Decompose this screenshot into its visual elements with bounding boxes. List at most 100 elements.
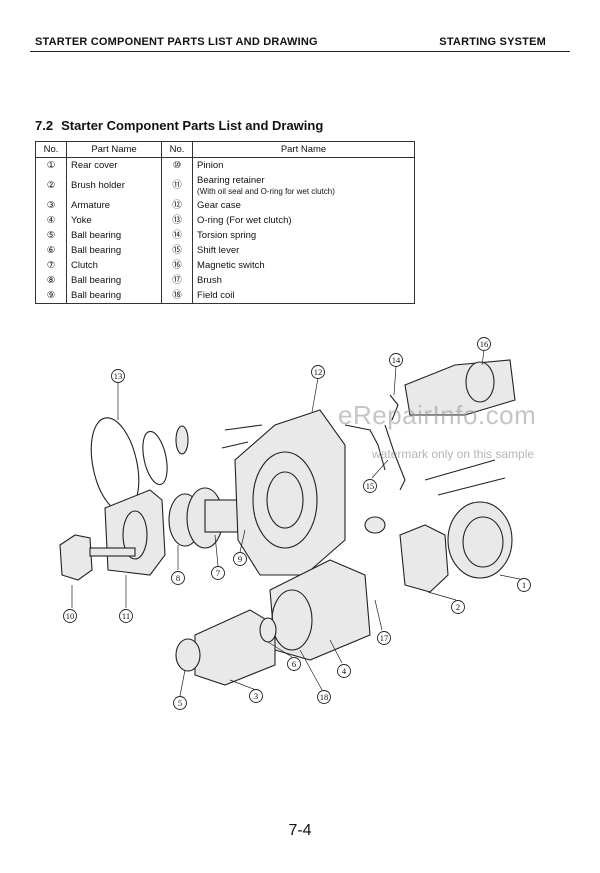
svg-text:4: 4 — [342, 666, 347, 676]
part-number-right: ⑫ — [161, 198, 194, 213]
leader-line — [267, 641, 293, 658]
part-number-left: ④ — [35, 213, 67, 228]
callout-18: 18 — [317, 690, 331, 704]
svg-text:7: 7 — [216, 568, 220, 578]
part-name-right: Brush — [192, 273, 415, 288]
leader-line — [393, 365, 397, 396]
part-name-right: Torsion spring — [192, 228, 415, 243]
callout-14: 14 — [389, 353, 403, 367]
part-number-right: ⑭ — [161, 228, 194, 243]
part-name-left: Yoke — [65, 213, 163, 228]
callout-4: 4 — [337, 664, 351, 678]
part-number-left: ⑥ — [35, 243, 67, 258]
svg-text:9: 9 — [238, 554, 242, 564]
part-name-left: Ball bearing — [65, 228, 163, 243]
armature-bearing-part — [175, 638, 201, 672]
header-rule — [30, 51, 570, 52]
switch-cap-part — [465, 361, 495, 403]
part-name-right: Field coil — [192, 288, 415, 304]
svg-text:5: 5 — [178, 698, 182, 708]
part-number-right: ⑮ — [161, 243, 194, 258]
through-bolt-part — [437, 477, 506, 496]
svg-text:12: 12 — [314, 367, 323, 377]
parts-table-header: No. Part Name No. Part Name — [35, 141, 415, 158]
svg-text:16: 16 — [480, 339, 489, 349]
leader-line — [179, 669, 186, 697]
part-name-left: Clutch — [65, 258, 163, 273]
part-name-right: Gear case — [192, 198, 415, 213]
svg-text:14: 14 — [392, 355, 401, 365]
brush-spring-part — [364, 516, 386, 534]
section-number: 7.2 — [35, 118, 54, 133]
armature-part — [194, 609, 276, 686]
callout-12: 12 — [311, 365, 325, 379]
callout-1: 1 — [517, 578, 531, 592]
retainer-hub-part — [122, 510, 148, 560]
leader-line — [427, 591, 457, 601]
leader-line — [499, 574, 525, 581]
gear-case-inner-part — [266, 471, 304, 529]
part-name-left: Ball bearing — [65, 288, 163, 304]
page-number: 7-4 — [288, 822, 312, 839]
gear-case-bore-part — [252, 451, 318, 549]
part-number-right: ⑪ — [161, 173, 194, 198]
part-name-right: Shift lever — [192, 243, 415, 258]
callout-17: 17 — [377, 631, 391, 645]
bolt-part — [221, 441, 249, 449]
rear-cover-inner-part — [462, 516, 504, 568]
part-name-right: O-ring (For wet clutch) — [192, 213, 415, 228]
part-number-left: ⑧ — [35, 273, 67, 288]
svg-text:2: 2 — [456, 602, 460, 612]
col-no-right: No. — [161, 141, 194, 158]
callout-13: 13 — [111, 369, 125, 383]
col-name-left: Part Name — [65, 141, 163, 158]
pinion-shaft-part — [89, 547, 136, 557]
leader-line — [299, 649, 323, 691]
through-bolt-part — [424, 459, 496, 481]
callout-8: 8 — [171, 571, 185, 585]
callout-5: 5 — [173, 696, 187, 710]
leader-line — [229, 679, 257, 691]
svg-text:10: 10 — [66, 611, 75, 621]
svg-text:17: 17 — [380, 633, 389, 643]
callout-6: 6 — [287, 657, 301, 671]
leader-line — [311, 377, 319, 413]
leader-line — [214, 534, 219, 567]
part-name-right-note: (With oil seal and O-ring for wet clutch… — [197, 187, 335, 196]
small-o-ring-part — [142, 430, 168, 486]
watermark-sub: watermark only on this sample — [372, 447, 535, 461]
svg-text:18: 18 — [320, 692, 329, 702]
part-number-right: ⑩ — [161, 157, 194, 173]
svg-text:15: 15 — [366, 481, 375, 491]
shift-lever-spring-part — [344, 424, 386, 471]
callout-11: 11 — [119, 609, 133, 623]
svg-text:3: 3 — [254, 691, 258, 701]
brush-holder-part — [399, 524, 449, 593]
leader-line — [371, 459, 389, 479]
header-section: STARTING SYSTEM — [439, 36, 546, 48]
callout-15: 15 — [363, 479, 377, 493]
part-name-left: Rear cover — [65, 157, 163, 173]
callout-16: 16 — [477, 337, 491, 351]
part-number-left: ② — [35, 173, 67, 198]
part-number-right: ⑰ — [161, 273, 194, 288]
part-number-right: ⑱ — [161, 288, 194, 304]
svg-text:1: 1 — [522, 580, 526, 590]
seal-ring-part — [175, 425, 189, 455]
svg-text:8: 8 — [176, 573, 180, 583]
part-name-left: Ball bearing — [65, 273, 163, 288]
part-number-right: ⑬ — [161, 213, 194, 228]
svg-text:13: 13 — [114, 371, 123, 381]
callout-2: 2 — [451, 600, 465, 614]
torsion-spring-part — [389, 394, 399, 421]
exploded-drawing: 13 12 14 16 15 10 11 8 7 9 1 2 17 4 6 18… — [59, 337, 531, 710]
